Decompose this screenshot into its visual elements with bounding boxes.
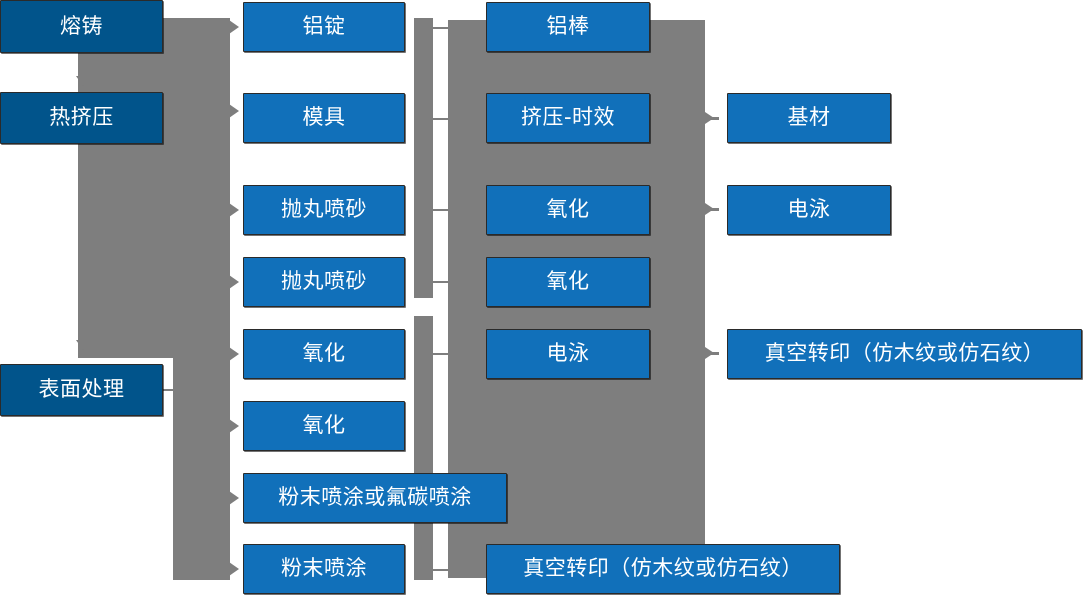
arrow-right-icon — [705, 347, 714, 359]
stage-label: 表面处理 — [38, 377, 125, 402]
connector-stub — [432, 353, 450, 355]
connector-stub — [432, 569, 450, 571]
process-box-vacuum-transfer-printing[interactable]: 真空转印（仿木纹或仿石纹） — [486, 544, 840, 594]
connector-stub — [432, 209, 450, 211]
output-box-vacuum-transfer-printing[interactable]: 真空转印（仿木纹或仿石纹） — [727, 329, 1082, 379]
process-box-aluminium-bar[interactable]: 铝棒 — [486, 2, 650, 52]
stage-label: 热挤压 — [49, 105, 114, 130]
connector-narrow-bar-lower — [414, 316, 433, 580]
arrow-right-icon — [229, 20, 239, 34]
arrow-right-icon — [229, 491, 239, 505]
output-label: 基材 — [787, 105, 831, 130]
connector-stub — [432, 281, 450, 283]
process-box-oxidation-1[interactable]: 氧化 — [486, 185, 650, 235]
material-label: 粉末喷涂 — [281, 556, 367, 581]
material-box-mold[interactable]: 模具 — [243, 93, 405, 143]
arrow-right-icon — [229, 275, 239, 289]
material-box-powder-coating[interactable]: 粉末喷涂 — [243, 544, 405, 594]
connector-materials-bar-lower — [173, 18, 230, 580]
material-box-oxidation-2[interactable]: 氧化 — [243, 401, 405, 451]
arrow-right-icon — [229, 203, 239, 217]
material-label: 粉末喷涂或氟碳喷涂 — [278, 485, 472, 510]
arrow-right-icon — [705, 203, 714, 215]
output-box-electrophoresis[interactable]: 电泳 — [727, 185, 891, 235]
material-box-powder-or-fluorocarbon-coating[interactable]: 粉末喷涂或氟碳喷涂 — [243, 473, 507, 523]
material-label: 氧化 — [302, 413, 346, 438]
material-label: 抛丸喷砂 — [281, 269, 367, 294]
process-box-oxidation-2[interactable]: 氧化 — [486, 257, 650, 307]
output-label: 真空转印（仿木纹或仿石纹） — [764, 341, 1045, 366]
output-box-substrate[interactable]: 基材 — [727, 93, 891, 143]
material-box-shot-blasting-1[interactable]: 抛丸喷砂 — [243, 185, 405, 235]
material-box-shot-blasting-2[interactable]: 抛丸喷砂 — [243, 257, 405, 307]
output-label: 电泳 — [787, 197, 831, 222]
connector-stub — [432, 27, 450, 29]
process-box-extrusion-aging[interactable]: 挤压-时效 — [486, 93, 650, 143]
material-box-aluminium-ingot[interactable]: 铝锭 — [243, 2, 405, 52]
material-label: 氧化 — [302, 341, 346, 366]
arrow-right-icon — [229, 104, 239, 118]
material-label: 铝锭 — [302, 14, 346, 39]
arrow-down-icon — [76, 76, 90, 86]
material-label: 模具 — [302, 105, 346, 130]
process-label: 氧化 — [546, 197, 590, 222]
stage-box-surface-treatment[interactable]: 表面处理 — [0, 364, 163, 416]
connector-narrow-bar — [414, 18, 433, 298]
arrow-right-icon — [229, 562, 239, 576]
process-box-electrophoresis[interactable]: 电泳 — [486, 329, 650, 379]
material-box-oxidation-1[interactable]: 氧化 — [243, 329, 405, 379]
arrow-right-icon — [705, 112, 714, 124]
process-label: 挤压-时效 — [520, 105, 616, 130]
process-label: 真空转印（仿木纹或仿石纹） — [523, 556, 803, 581]
process-label: 铝棒 — [546, 14, 590, 39]
material-label: 抛丸喷砂 — [281, 197, 367, 222]
process-label: 电泳 — [546, 341, 590, 366]
stage-box-melting[interactable]: 熔铸 — [0, 0, 163, 53]
arrow-right-icon — [229, 419, 239, 433]
stage-box-hot-extrusion[interactable]: 热挤压 — [0, 92, 163, 144]
stage-label: 熔铸 — [60, 13, 103, 38]
arrow-down-icon — [76, 340, 90, 350]
connector-surface-stub — [163, 389, 179, 391]
process-label: 氧化 — [546, 269, 590, 294]
connector-stub — [432, 118, 450, 120]
arrow-right-icon — [229, 347, 239, 361]
